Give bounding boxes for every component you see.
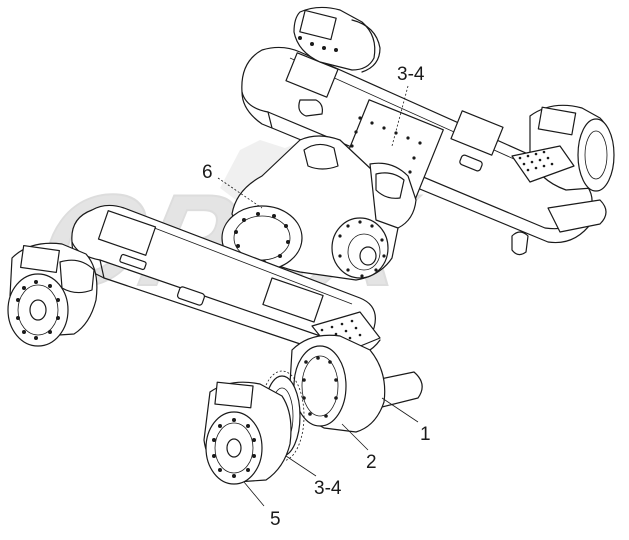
part-5-wheel-hub	[203, 381, 292, 485]
callout-5: 5	[270, 509, 281, 530]
callout-1: 1	[420, 424, 431, 445]
rear-right-hub	[511, 104, 615, 256]
part-2-flange	[289, 334, 386, 433]
rear-left-hub	[293, 6, 381, 73]
callout-3-4-bottom: 3-4	[314, 478, 342, 499]
leader-lines	[217, 85, 419, 507]
front-left-hub	[7, 242, 98, 347]
center-axle-housing	[221, 135, 417, 281]
callout-6: 6	[202, 162, 213, 183]
callout-3-4-top: 3-4	[397, 64, 425, 85]
callout-2: 2	[366, 452, 377, 473]
